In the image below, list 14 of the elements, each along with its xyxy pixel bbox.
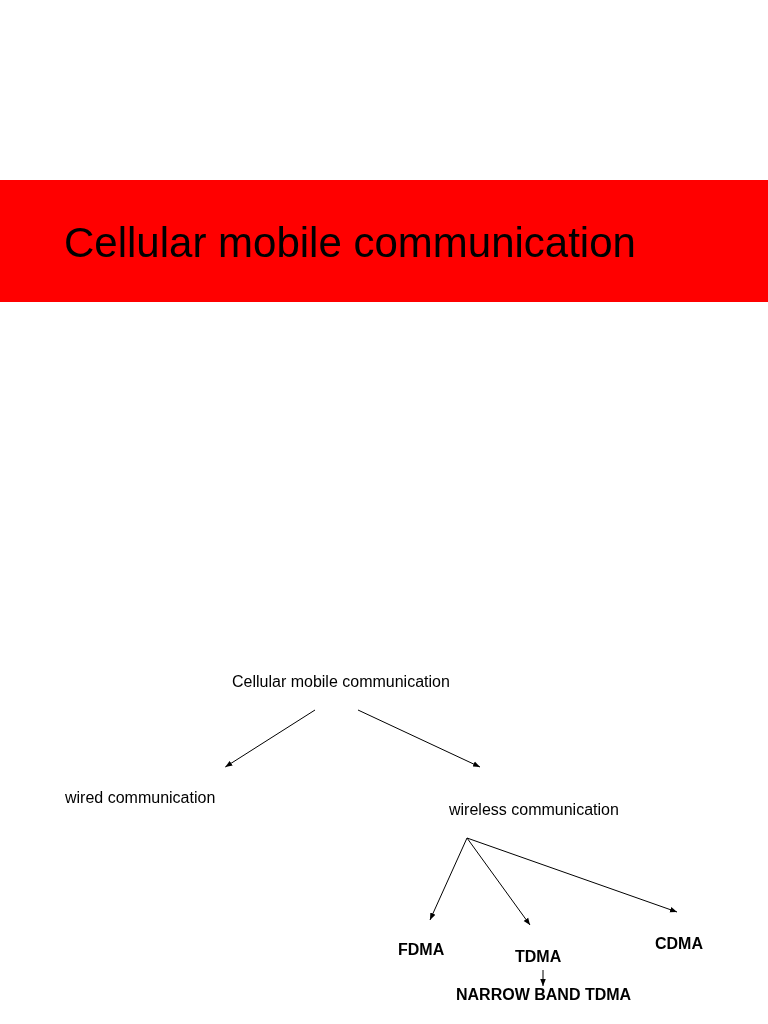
node-label: TDMA: [515, 948, 562, 966]
node-label: NARROW BAND TDMA: [456, 986, 632, 1004]
node-label: CDMA: [655, 935, 703, 953]
slide-title: Cellular mobile communication: [64, 218, 636, 268]
arrow: [224, 709, 316, 768]
node-label: wireless communication: [449, 801, 619, 819]
arrow: [429, 837, 468, 921]
node-label: wired communication: [65, 789, 216, 807]
node-label: Cellular mobile communication: [232, 673, 450, 691]
arrow: [357, 709, 481, 768]
arrow: [466, 837, 531, 926]
arrow: [540, 969, 546, 987]
arrow: [466, 837, 678, 913]
node-label: FDMA: [398, 941, 445, 959]
